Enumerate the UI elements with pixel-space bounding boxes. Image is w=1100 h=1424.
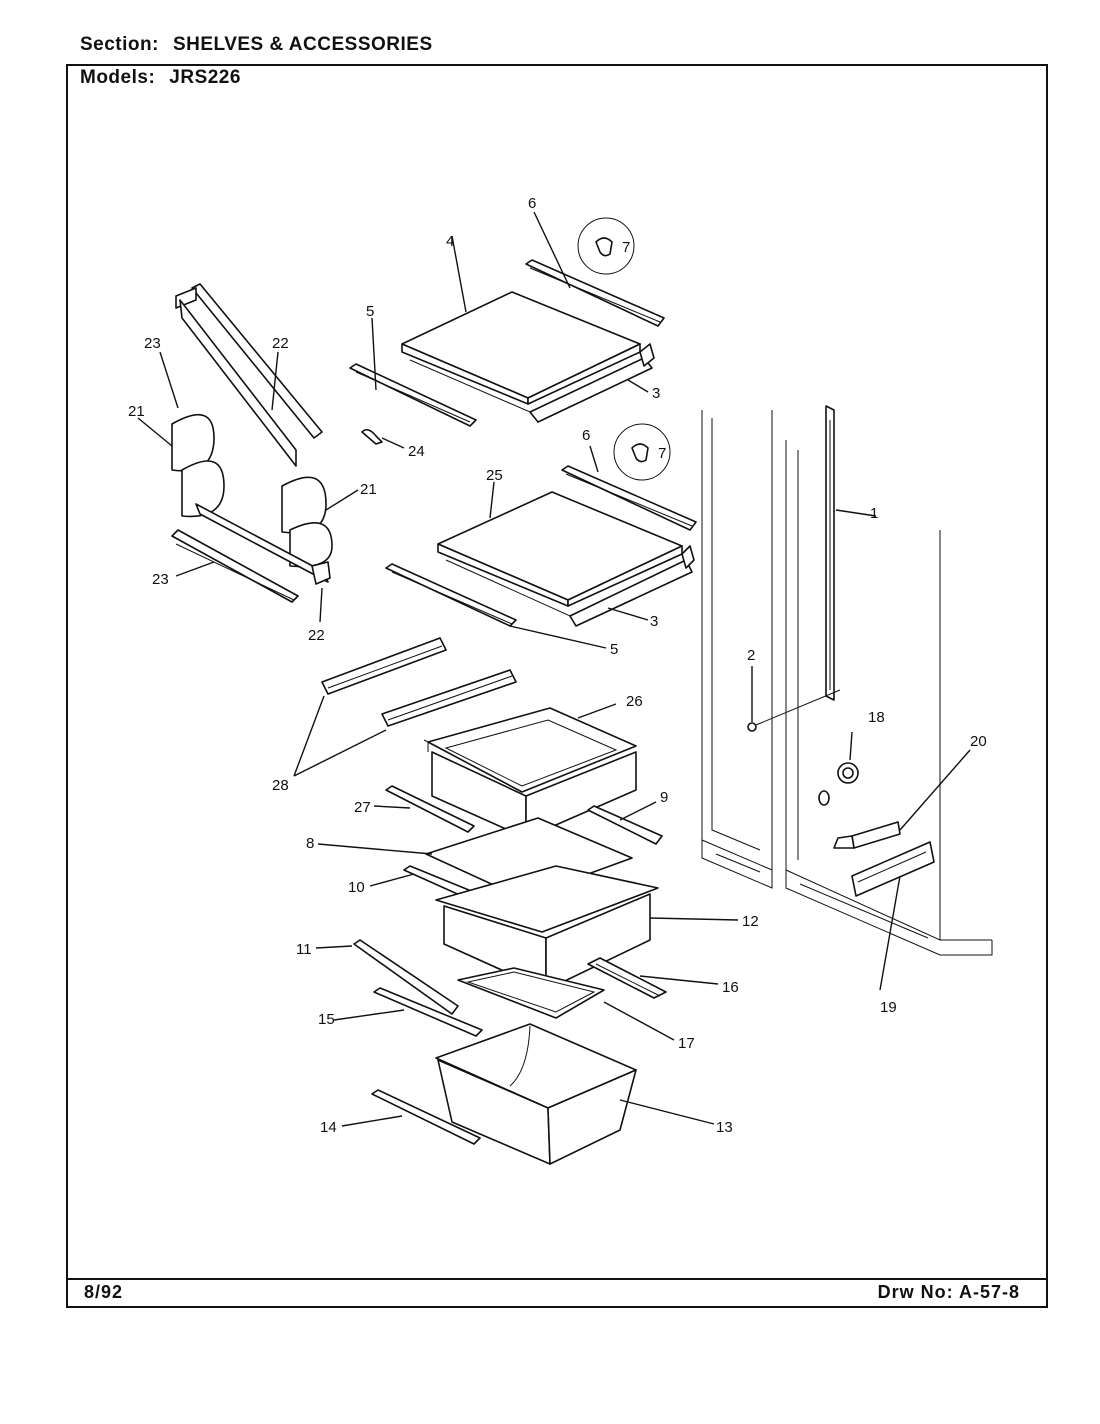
callout-25: 25 xyxy=(486,467,503,484)
glass-shelf-part-25 xyxy=(437,491,695,627)
callout-3-lower: 3 xyxy=(650,613,658,630)
rail-part-28 xyxy=(321,637,517,727)
callout-5-upper: 5 xyxy=(366,303,374,320)
crisper-drawer-part-26 xyxy=(423,707,637,839)
callout-labels: 1 2 3 3 4 5 5 6 6 7 7 8 9 10 11 12 13 14… xyxy=(128,195,987,1136)
callout-18: 18 xyxy=(868,709,885,726)
footer-divider xyxy=(66,1278,1048,1280)
models-heading: Models: JRS226 xyxy=(80,67,241,89)
callout-5-lower: 5 xyxy=(610,641,618,658)
slide-part-14 xyxy=(371,1089,481,1145)
trim-part-6-lower xyxy=(561,465,697,531)
slide-part-15 xyxy=(373,987,483,1037)
shelf-ladder-part-1 xyxy=(825,405,835,701)
callout-9: 9 xyxy=(660,789,668,806)
callout-15: 15 xyxy=(318,1011,335,1028)
callout-22-upper: 22 xyxy=(272,335,289,352)
bracket-part-19 xyxy=(851,841,935,897)
callout-1: 1 xyxy=(870,505,878,522)
drawing-frame xyxy=(66,64,1048,1308)
slide-part-11 xyxy=(353,939,459,1015)
callout-17: 17 xyxy=(678,1035,695,1052)
callout-23-upper: 23 xyxy=(144,335,161,352)
slide-part-16 xyxy=(587,957,667,999)
revision-date: 8/92 xyxy=(84,1282,124,1302)
callout-23-lower: 23 xyxy=(152,571,169,588)
callout-4: 4 xyxy=(446,233,454,250)
glass-shelf-part-4 xyxy=(401,291,655,423)
callout-13: 13 xyxy=(716,1119,733,1136)
callout-21-left: 21 xyxy=(128,403,145,420)
bin-part-13 xyxy=(435,1023,637,1165)
callout-21-right: 21 xyxy=(360,481,377,498)
section-heading: Section: SHELVES & ACCESSORIES xyxy=(80,34,433,56)
trim-part-5-lower xyxy=(385,563,517,627)
cabinet-liner xyxy=(701,410,993,956)
clip-part-24 xyxy=(361,428,383,445)
callout-20: 20 xyxy=(970,733,987,750)
callout-11: 11 xyxy=(296,941,312,958)
callout-2: 2 xyxy=(747,647,755,664)
drawing-number-label: Drw No: xyxy=(877,1282,954,1302)
callout-19: 19 xyxy=(880,999,897,1016)
callout-16: 16 xyxy=(722,979,739,996)
callout-8: 8 xyxy=(306,835,314,852)
drawing-number-value: A-57-8 xyxy=(958,1282,1020,1302)
callout-27: 27 xyxy=(354,799,371,816)
models-label: Models: xyxy=(80,67,156,88)
glass-cover-part-8 xyxy=(425,817,633,899)
trim-part-6-top xyxy=(525,259,665,327)
callout-7-upper: 7 xyxy=(622,239,630,256)
clip-part-7-top xyxy=(577,217,635,275)
callout-3-upper: 3 xyxy=(652,385,660,402)
clip-part-7-lower xyxy=(613,423,671,481)
cover-part-20 xyxy=(833,821,901,849)
callout-7-lower: 7 xyxy=(658,445,666,462)
screw-part-2 xyxy=(747,689,841,732)
callout-6-upper: 6 xyxy=(528,195,536,212)
callout-28: 28 xyxy=(272,777,289,794)
callout-24: 24 xyxy=(408,443,425,460)
models-value: JRS226 xyxy=(169,67,241,88)
callout-12: 12 xyxy=(742,913,759,930)
callout-6-lower: 6 xyxy=(582,427,590,444)
callout-22-lower: 22 xyxy=(308,627,325,644)
slide-part-27 xyxy=(385,785,475,833)
callout-26: 26 xyxy=(626,693,643,710)
leader-lines xyxy=(137,211,971,1127)
tray-part-17 xyxy=(457,967,605,1019)
callout-10: 10 xyxy=(348,879,365,896)
drawing-number: Drw No: A-57-8 xyxy=(878,1282,1020,1303)
callout-14: 14 xyxy=(320,1119,337,1136)
section-label: Section: xyxy=(80,34,159,55)
divider-assembly-parts-21-23 xyxy=(171,283,333,603)
slide-part-9 xyxy=(587,805,663,845)
control-knob-part-18 xyxy=(818,762,859,806)
section-value: SHELVES & ACCESSORIES xyxy=(172,34,433,55)
